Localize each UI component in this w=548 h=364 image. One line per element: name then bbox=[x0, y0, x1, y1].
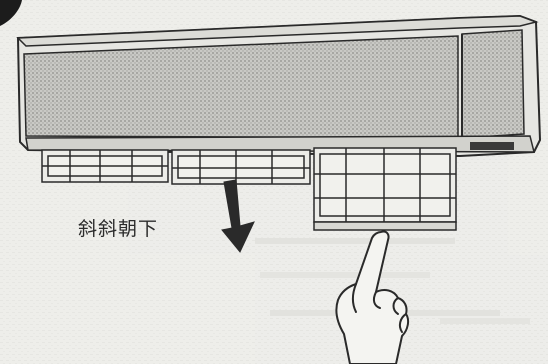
hand-pointer-icon bbox=[335, 230, 410, 364]
filter-right-pulled bbox=[313, 147, 457, 231]
corner-mark bbox=[0, 0, 22, 26]
instruction-label: 斜斜朝下 bbox=[78, 218, 159, 240]
side-panel bbox=[461, 29, 525, 139]
down-arrow-icon bbox=[221, 179, 255, 253]
air-conditioner-unit bbox=[16, 14, 542, 158]
display-panel bbox=[470, 142, 514, 150]
filter-left bbox=[41, 149, 169, 183]
front-grille bbox=[23, 35, 459, 139]
filter-middle bbox=[171, 149, 311, 185]
